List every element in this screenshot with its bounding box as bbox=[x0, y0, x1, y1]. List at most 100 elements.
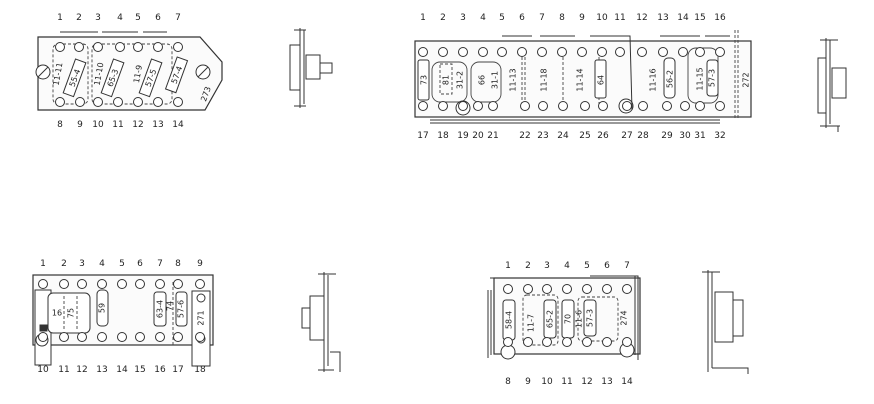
solder-terminal bbox=[97, 279, 107, 289]
component-label: 11-15 bbox=[696, 67, 705, 90]
pin-label: 4 bbox=[564, 261, 570, 271]
component-label: 11-10 bbox=[93, 62, 106, 86]
component-label: 11-13 bbox=[509, 68, 518, 91]
solder-terminal bbox=[542, 337, 552, 347]
solder-terminal bbox=[478, 47, 488, 57]
pin-label: 1 bbox=[40, 259, 46, 269]
pin-label: 7 bbox=[624, 261, 630, 271]
solder-terminal bbox=[173, 332, 183, 342]
solder-terminal bbox=[602, 284, 612, 294]
solder-terminal bbox=[75, 97, 85, 107]
pin-label: 17 bbox=[417, 131, 428, 141]
pin-label: 12 bbox=[132, 120, 143, 130]
solder-terminal bbox=[418, 47, 428, 57]
solder-terminal bbox=[153, 42, 163, 52]
side-view-3 bbox=[301, 272, 341, 372]
pin-label: 11 bbox=[614, 13, 625, 23]
pin-label: 14 bbox=[621, 377, 633, 387]
component-label: 11-14 bbox=[576, 68, 585, 91]
pin-label: 9 bbox=[197, 259, 203, 269]
component-label: 56-2 bbox=[666, 70, 675, 88]
pin-label: 5 bbox=[584, 261, 590, 271]
solder-terminal bbox=[133, 42, 143, 52]
pin-label: 11 bbox=[58, 365, 69, 375]
solder-terminal bbox=[678, 47, 688, 57]
component-label: 272 bbox=[742, 72, 751, 87]
pin-label: 7 bbox=[539, 13, 545, 23]
solder-terminal bbox=[523, 284, 533, 294]
pin-label: 14 bbox=[677, 13, 689, 23]
pin-label: 10 bbox=[541, 377, 553, 387]
solder-terminal bbox=[113, 97, 123, 107]
component-label: 11-7 bbox=[527, 314, 536, 332]
solder-terminal bbox=[695, 47, 705, 57]
pin-label: 16 bbox=[714, 13, 726, 23]
pin-label: 3 bbox=[460, 13, 466, 23]
solder-terminal bbox=[135, 332, 145, 342]
solder-terminal bbox=[597, 47, 607, 57]
solder-terminal bbox=[418, 101, 428, 111]
solder-terminal bbox=[662, 101, 672, 111]
pin-label: 14 bbox=[116, 365, 128, 375]
component-label: 73 bbox=[420, 75, 429, 85]
component-label: 65-2 bbox=[546, 310, 555, 328]
solder-terminal bbox=[582, 284, 592, 294]
solder-terminal bbox=[562, 284, 572, 294]
solder-terminal bbox=[622, 284, 632, 294]
solder-terminal bbox=[503, 337, 513, 347]
pin-label: 23 bbox=[537, 131, 548, 141]
pin-label: 2 bbox=[525, 261, 531, 271]
solder-terminal bbox=[695, 101, 705, 111]
solder-terminal bbox=[38, 332, 48, 342]
pin-label: 5 bbox=[119, 259, 125, 269]
solder-terminal bbox=[582, 337, 592, 347]
component-label: 274 bbox=[620, 310, 629, 325]
pin-label: 7 bbox=[175, 13, 181, 23]
pin-label: 20 bbox=[472, 131, 484, 141]
pin-label: 1 bbox=[57, 13, 63, 23]
solder-terminal bbox=[458, 47, 468, 57]
solder-terminal bbox=[622, 337, 632, 347]
pin-label: 12 bbox=[76, 365, 87, 375]
solder-terminal bbox=[638, 101, 648, 111]
pin-label: 2 bbox=[61, 259, 67, 269]
side-view-4 bbox=[702, 270, 749, 374]
pin-label: 16 bbox=[154, 365, 166, 375]
solder-terminal bbox=[558, 101, 568, 111]
pin-label: 18 bbox=[194, 365, 206, 375]
pin-label: 14 bbox=[172, 120, 184, 130]
component-label: 11-9 bbox=[132, 64, 144, 83]
solder-terminal bbox=[637, 47, 647, 57]
solder-terminal bbox=[438, 47, 448, 57]
pin-label: 9 bbox=[579, 13, 585, 23]
pin-label: 8 bbox=[57, 120, 63, 130]
solder-terminal bbox=[117, 332, 127, 342]
pin-label: 2 bbox=[76, 13, 82, 23]
board-2: 73 81 31-2 66 31-1 11-13 11-18 11-14 64 … bbox=[414, 13, 752, 141]
solder-terminal bbox=[38, 279, 48, 289]
pin-label: 15 bbox=[694, 13, 705, 23]
pin-label: 12 bbox=[581, 377, 592, 387]
solder-terminal bbox=[438, 101, 448, 111]
pin-label: 8 bbox=[175, 259, 181, 269]
solder-terminal bbox=[602, 337, 612, 347]
component-label: 64 bbox=[597, 75, 606, 85]
pin-label: 11 bbox=[561, 377, 572, 387]
component-label: 31-1 bbox=[491, 71, 500, 89]
component-label: 31-2 bbox=[456, 71, 465, 89]
component-label: 66 bbox=[478, 75, 487, 85]
board-1-outline bbox=[37, 36, 223, 111]
solder-terminal bbox=[497, 47, 507, 57]
solder-terminal bbox=[520, 101, 530, 111]
solder-terminal bbox=[93, 97, 103, 107]
side-view-1 bbox=[289, 28, 333, 108]
solder-terminal bbox=[195, 332, 205, 342]
solder-terminal bbox=[503, 284, 513, 294]
component-label: 271 bbox=[197, 310, 206, 325]
solder-terminal bbox=[74, 42, 84, 52]
component-label: 58-4 bbox=[505, 311, 514, 329]
pin-label: 10 bbox=[596, 13, 608, 23]
pin-label: 7 bbox=[157, 259, 163, 269]
